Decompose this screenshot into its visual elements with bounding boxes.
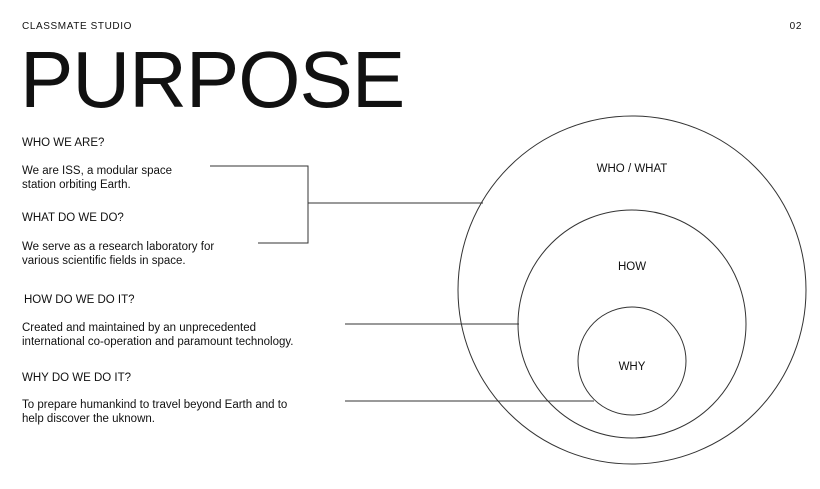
studio-name: CLASSMATE STUDIO (22, 21, 132, 32)
middle-circle (517, 209, 747, 439)
connector-bracket-who-what (210, 165, 309, 244)
answer-who-we-are-line-2: station orbiting Earth. (22, 179, 131, 191)
answer-how-do-we-do-it-line-1: Created and maintained by an unprecedent… (22, 322, 257, 334)
answer-what-do-we-do-line-1: We serve as a research laboratory for (22, 241, 215, 253)
question-how-do-we-do-it: HOW DO WE DO IT? (24, 294, 135, 306)
answer-why-do-we-do-it-line-2: help discover the uknown. (22, 413, 155, 425)
middle-circle-label: HOW (618, 261, 646, 273)
outer-circle-label: WHO / WHAT (597, 163, 668, 175)
answer-who-we-are-line-1: We are ISS, a modular space (22, 165, 172, 177)
answer-what-do-we-do-line-2: various scientific fields in space. (22, 255, 186, 267)
inner-circle (577, 306, 687, 416)
question-why-do-we-do-it: WHY DO WE DO IT? (22, 372, 132, 384)
inner-circle-label: WHY (619, 361, 646, 373)
page-number: 02 (789, 21, 802, 32)
page-title: PURPOSE (20, 35, 405, 124)
question-what-do-we-do: WHAT DO WE DO? (22, 212, 124, 224)
answer-why-do-we-do-it-line-1: To prepare humankind to travel beyond Ea… (22, 399, 288, 411)
outer-circle (457, 115, 807, 465)
question-who-we-are: WHO WE ARE? (22, 137, 105, 149)
answer-how-do-we-do-it-line-2: international co-operation and paramount… (22, 336, 294, 348)
